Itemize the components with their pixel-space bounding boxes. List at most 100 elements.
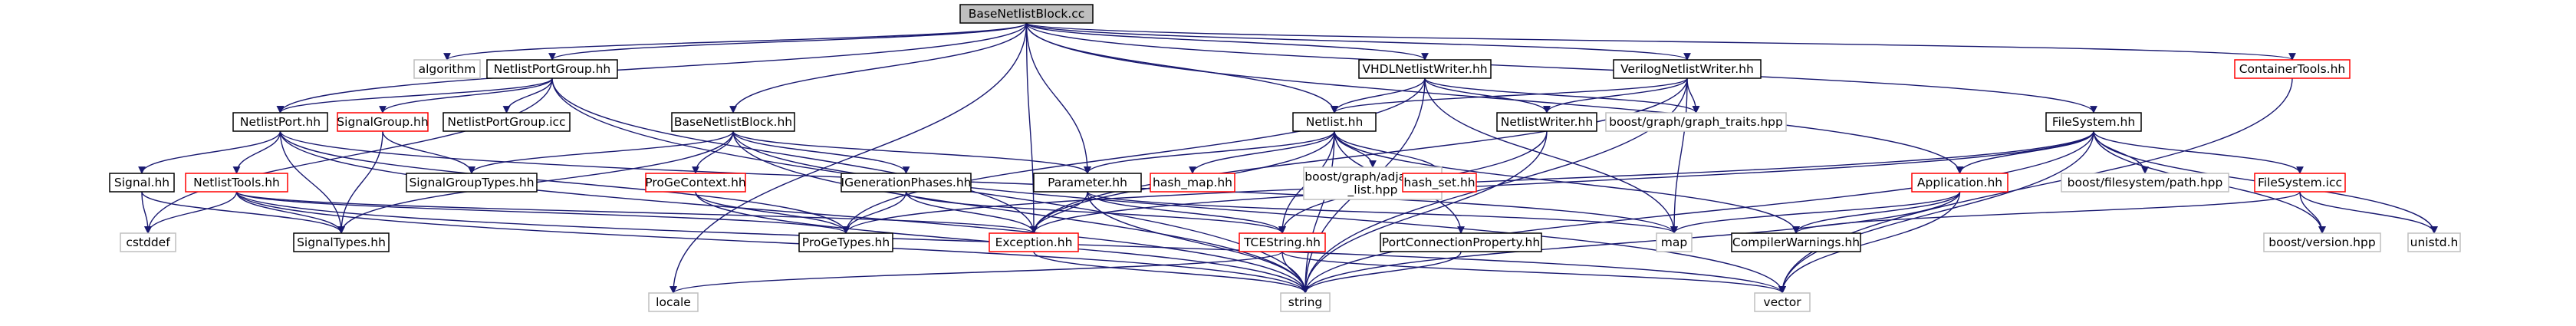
node-container[interactable]: ContainerTools.hh [2234,59,2351,79]
node-label-algorithm: algorithm [419,62,476,76]
node-label-nport: NetlistPort.hh [240,115,321,129]
node-box-ntools [185,173,288,193]
node-box-fs_icc [2254,173,2346,193]
edge-vhdl-to-map [1424,77,1678,234]
node-sigtypes[interactable]: SignalTypes.hh [293,232,390,252]
node-label-npg_hh: NetlistPortGroup.hh [494,62,610,76]
node-box-verilog [1613,59,1762,79]
node-vhdl[interactable]: VHDLNetlistWriter.hh [1358,59,1492,79]
edge-siggroup-to-sigtypes [337,130,383,234]
edge-verilog-to-exception [1030,77,1688,234]
node-nport[interactable]: NetlistPort.hh [232,112,328,132]
node-box-igen [841,173,972,193]
edge-application-to-compwarn [1792,191,1961,234]
node-label-siggroup: SignalGroup.hh [337,115,428,129]
node-progectx[interactable]: ProGeContext.hh [645,173,746,193]
node-label-filesystem_hh: FileSystem.hh [2052,115,2135,129]
node-igen[interactable]: IGenerationPhases.hh [841,173,972,193]
edge-fs_icc-to-bversion [2299,191,2326,234]
node-box-unistd [2407,232,2461,252]
node-box-signal [109,173,175,193]
node-algorithm[interactable]: algorithm [413,59,481,79]
node-box-root [959,4,1094,24]
node-siggroup[interactable]: SignalGroup.hh [337,112,429,132]
edge-ntools-to-sigtypes [235,191,345,234]
node-label-progetypes: ProGeTypes.hh [802,235,890,249]
node-npg_icc[interactable]: NetlistPortGroup.icc [442,112,571,132]
node-bnb_hh[interactable]: BaseNetlistBlock.hh [671,112,795,132]
edge-root-to-param [1025,22,1091,174]
edge-signal-to-cstddef [141,191,152,234]
node-root[interactable]: BaseNetlistBlock.cc [959,4,1094,24]
edge-root-to-locale [669,22,1028,294]
node-label-string: string [1288,295,1323,309]
node-label-hashmap: hash_map.hh [1153,176,1232,190]
node-label-netlist: Netlist.hh [1306,115,1364,129]
node-param[interactable]: Parameter.hh [1033,173,1142,193]
edge-verilog-to-netlist [1331,77,1688,114]
node-progetypes[interactable]: ProGeTypes.hh [798,232,893,252]
node-label-verilog: VerilogNetlistWriter.hh [1620,62,1754,76]
edge-param-to-map [1087,191,1678,234]
node-vector[interactable]: vector [1754,292,1811,312]
edge-tcestring-to-vector [1281,251,1786,294]
node-label-unistd: unistd.h [2410,235,2459,249]
edge-root-to-npg_hh [548,22,1028,61]
node-ntools[interactable]: NetlistTools.hh [185,173,288,193]
node-label-ntools: NetlistTools.hh [193,176,280,189]
node-sgtypes[interactable]: SignalGroupTypes.hh [406,173,538,193]
edge-fs_icc-to-compwarn [1792,191,2301,234]
node-fs_icc[interactable]: FileSystem.icc [2254,173,2346,193]
node-npg_hh[interactable]: NetlistPortGroup.hh [486,59,618,79]
node-label-vector: vector [1763,295,1801,309]
node-cstddef[interactable]: cstddef [120,232,176,252]
edge-root-to-application [1025,22,1964,174]
node-map[interactable]: map [1656,232,1693,252]
node-label-map: map [1661,235,1687,249]
node-exception[interactable]: Exception.hh [989,232,1079,252]
edge-ntools-to-progetypes [235,191,850,234]
node-signal[interactable]: Signal.hh [109,173,175,193]
node-compwarn[interactable]: CompilerWarnings.hh [1731,232,1861,252]
node-graph_traits[interactable]: boost/graph/graph_traits.hpp [1605,112,1787,132]
node-box-progetypes [798,232,893,252]
node-hashmap[interactable]: hash_map.hh [1150,173,1235,193]
node-tcestring[interactable]: TCEString.hh [1239,232,1326,252]
node-bversion[interactable]: boost/version.hpp [2263,232,2381,252]
node-unistd[interactable]: unistd.h [2407,232,2461,252]
edge-npg_hh-to-exception [551,77,1038,234]
edge-vhdl-to-progetypes [842,77,1426,234]
node-label-hashset: hash_set.hh [1403,176,1475,190]
node-label-fspath: boost/filesystem/path.hpp [2068,176,2223,189]
edge-progectx-to-progetypes [695,191,850,234]
node-locale[interactable]: locale [648,292,699,312]
node-portconn[interactable]: PortConnectionProperty.hh [1380,232,1542,252]
node-fspath[interactable]: boost/filesystem/path.hpp [2061,173,2229,193]
node-label-sigtypes: SignalTypes.hh [297,235,386,249]
node-box-locale [648,292,699,312]
edge-tcestring-to-locale [669,251,1283,294]
node-box-portconn [1380,232,1542,252]
node-label-application: Application.hh [1917,176,2002,189]
node-box-vector [1754,292,1811,312]
edge-npg_hh-to-nport [276,77,553,114]
node-string[interactable]: string [1280,292,1331,312]
node-filesystem_hh[interactable]: FileSystem.hh [2045,112,2142,132]
edge-netlist-to-hashmap [1189,130,1335,174]
node-nwriter[interactable]: NetlistWriter.hh [1496,112,1597,132]
edge-container-to-vector [1778,77,2293,294]
edge-siggroup-to-sgtypes [382,130,475,174]
node-box-hashset [1402,173,1477,193]
node-verilog[interactable]: VerilogNetlistWriter.hh [1613,59,1762,79]
node-label-root: BaseNetlistBlock.cc [969,7,1085,21]
edge-igen-to-progetypes [842,191,907,234]
node-netlist[interactable]: Netlist.hh [1292,112,1377,132]
edge-param-to-string [1087,191,1309,294]
node-label-bnb_hh: BaseNetlistBlock.hh [674,115,792,129]
edge-root-to-exception [1025,22,1038,234]
node-box-graph_traits [1605,112,1787,132]
node-application[interactable]: Application.hh [1911,173,2008,193]
edge-root-to-container [1025,22,2296,61]
node-hashset[interactable]: hash_set.hh [1402,173,1477,193]
